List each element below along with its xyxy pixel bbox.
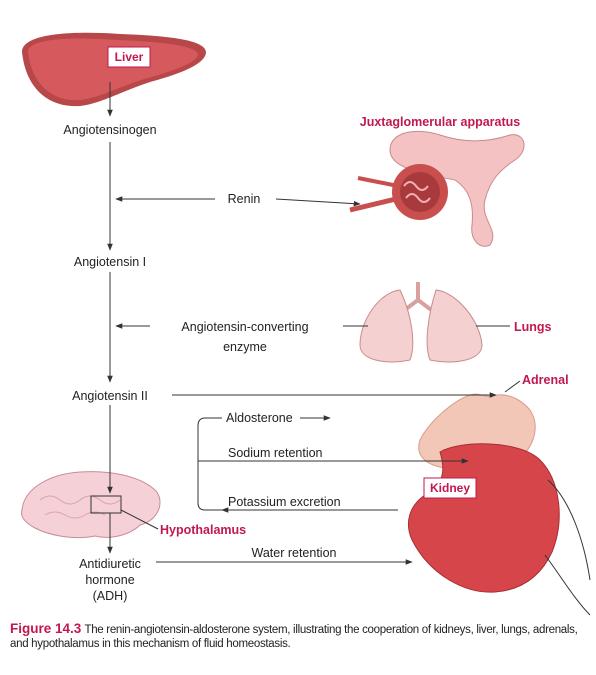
lungs-label: Lungs [514, 320, 552, 334]
aldosterone-label: Aldosterone [226, 411, 293, 425]
angiotensin2-label: Angiotensin II [72, 389, 148, 403]
juxtaglomerular-illustration [350, 131, 524, 246]
adh-label-line1: Antidiuretic [79, 557, 141, 571]
angiotensin1-label: Angiotensin I [74, 255, 146, 269]
ace-label-line1: Angiotensin-converting [181, 320, 308, 334]
kidney-label: Kidney [430, 481, 470, 495]
adh-label-line3: (ADH) [93, 589, 128, 603]
figure-caption: Figure 14.3 The renin-angiotensin-aldost… [10, 622, 580, 651]
liver-label: Liver [115, 50, 144, 64]
lungs-illustration [360, 282, 482, 362]
water-retention-label: Water retention [252, 546, 337, 560]
liver-illustration [22, 33, 206, 106]
line-adrenal-label [505, 381, 520, 392]
caption-figure-number: Figure 14.3 [10, 621, 81, 636]
ace-label-line2: enzyme [223, 340, 267, 354]
line-renin-from-jga [276, 199, 360, 204]
aldosterone-bracket [198, 418, 222, 510]
caption-text: The renin-angiotensin-aldosterone system… [10, 624, 578, 650]
sodium-retention-label: Sodium retention [228, 446, 323, 460]
kidney-illustration [408, 444, 590, 615]
adrenal-label: Adrenal [522, 373, 569, 387]
adh-label-line2: hormone [85, 573, 134, 587]
juxtaglomerular-label: Juxtaglomerular apparatus [360, 115, 521, 129]
angiotensinogen-label: Angiotensinogen [63, 123, 156, 137]
potassium-excretion-label: Potassium excretion [228, 495, 341, 509]
hypothalamus-label: Hypothalamus [160, 523, 246, 537]
renin-label: Renin [228, 192, 261, 206]
